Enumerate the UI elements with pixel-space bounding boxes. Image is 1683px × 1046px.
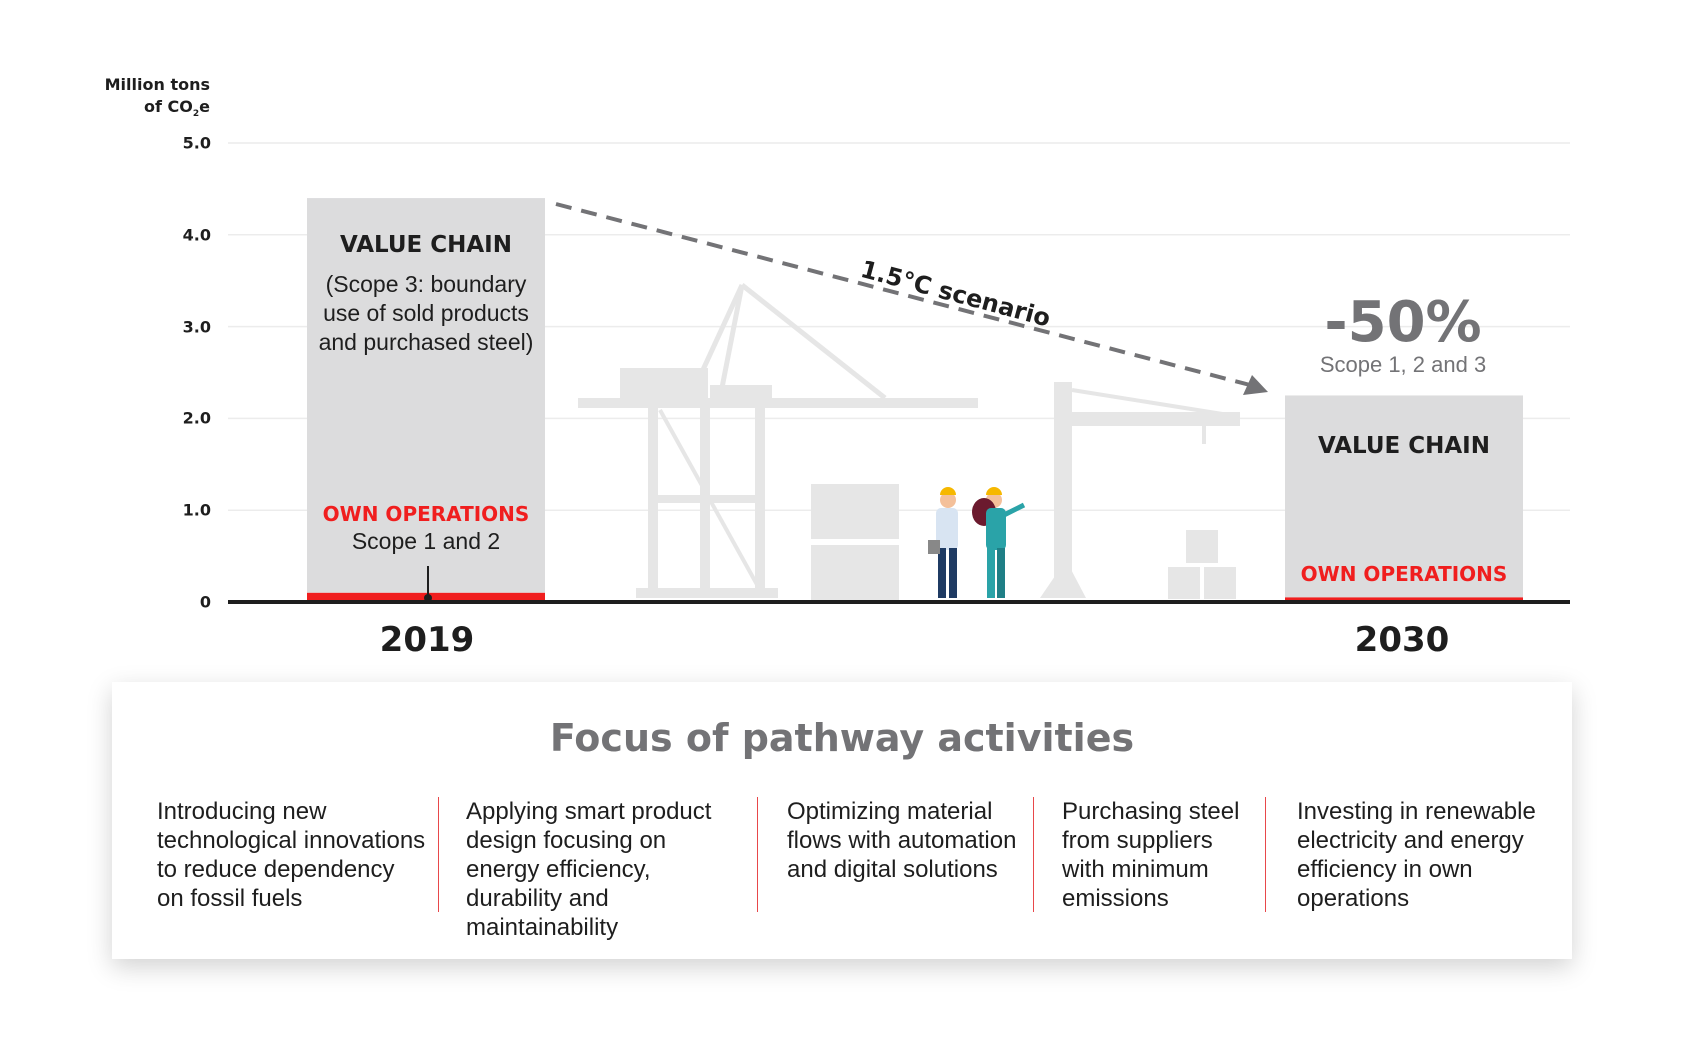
value-chain-desc: use of sold products: [323, 300, 529, 326]
value-chain-desc: (Scope 3: boundary: [325, 271, 527, 297]
focus-item: Optimizing material flows with automatio…: [787, 798, 1017, 883]
focus-card: Focus of pathway activities Introducing …: [112, 682, 1572, 959]
y-tick-label: 1.0: [182, 500, 211, 520]
value-chain-label: VALUE CHAIN: [339, 232, 512, 258]
own-operations-label: OWN OPERATIONS: [322, 502, 530, 526]
focus-item: Purchasing steel from suppliers with min…: [1062, 798, 1240, 912]
bar-own-operations-2030: [1285, 597, 1523, 602]
y-tick-label: 4.0: [182, 225, 211, 245]
focus-item: Introducing new technological innovation…: [157, 798, 426, 912]
divider: [1033, 797, 1034, 912]
y-tick-label: 2.0: [182, 408, 211, 428]
focus-item: Investing in renewable electricity and e…: [1297, 798, 1536, 912]
reduction-scope: Scope 1, 2 and 3: [1319, 352, 1487, 377]
y-tick-label: 5.0: [182, 133, 211, 153]
bar-value-chain-2030: [1285, 395, 1523, 598]
bar-value-chain-2019: [307, 198, 545, 593]
own-ops-pointer-dot: [424, 594, 432, 602]
focus-title: Focus of pathway activities: [549, 716, 1135, 760]
own-operations-label: OWN OPERATIONS: [1300, 562, 1508, 586]
divider: [1265, 797, 1266, 912]
harbor-illustration: [578, 283, 1240, 600]
x-tick-2030: 2030: [1354, 620, 1450, 660]
emissions-chart: [228, 142, 1570, 604]
divider: [438, 797, 439, 912]
own-ops-2019-labels: OWN OPERATIONS Scope 1 and 2: [307, 502, 545, 555]
value-chain-label: VALUE CHAIN: [1317, 433, 1490, 459]
value-chain-desc: and purchased steel): [318, 329, 534, 355]
divider: [757, 797, 758, 912]
own-ops-2030-labels: OWN OPERATIONS: [1285, 562, 1523, 586]
y-tick-label: 3.0: [182, 317, 211, 337]
y-tick-label: 0: [199, 592, 211, 612]
scenario-arrow: [555, 202, 1268, 395]
workers-icon: [928, 487, 1026, 598]
own-operations-scope: Scope 1 and 2: [351, 528, 501, 554]
bar-2030-labels: VALUE CHAIN: [1285, 433, 1523, 459]
x-tick-2019: 2019: [379, 620, 475, 660]
bar-2019-labels: VALUE CHAIN (Scope 3: boundary use of so…: [307, 232, 545, 357]
focus-item: Applying smart product design focusing o…: [466, 798, 712, 941]
reduction-value: -50%: [1324, 290, 1482, 355]
